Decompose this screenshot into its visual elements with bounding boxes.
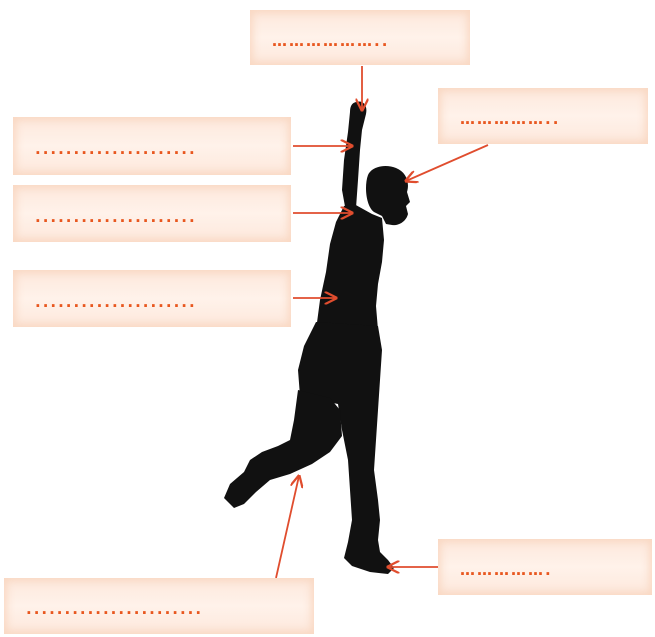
label-box-top[interactable]: ……………….. (250, 10, 470, 65)
label-top-dots: ……………….. (272, 32, 389, 50)
silhouette-raised-arm (342, 102, 366, 213)
label-arm-lower-dots: ..................... (35, 208, 197, 226)
silhouette-bent-leg (224, 390, 342, 508)
label-arm-upper-dots: ..................... (35, 140, 197, 158)
arrow-leg (276, 476, 299, 578)
label-box-leg[interactable]: ....................... (4, 578, 314, 634)
label-leg-dots: ....................... (26, 600, 203, 618)
arrow-head (406, 145, 488, 181)
label-head-dots: …………….. (460, 110, 560, 128)
silhouette-torso (316, 204, 384, 334)
label-box-head[interactable]: …………….. (438, 88, 648, 144)
label-trunk-dots: ..................... (35, 293, 197, 311)
label-foot-dots: ……………. (460, 561, 553, 579)
label-box-arm-lower[interactable]: ..................... (13, 185, 291, 242)
label-box-foot[interactable]: ……………. (438, 539, 652, 595)
label-box-trunk[interactable]: ..................... (13, 270, 291, 327)
label-box-arm-upper[interactable]: ..................... (13, 117, 291, 175)
